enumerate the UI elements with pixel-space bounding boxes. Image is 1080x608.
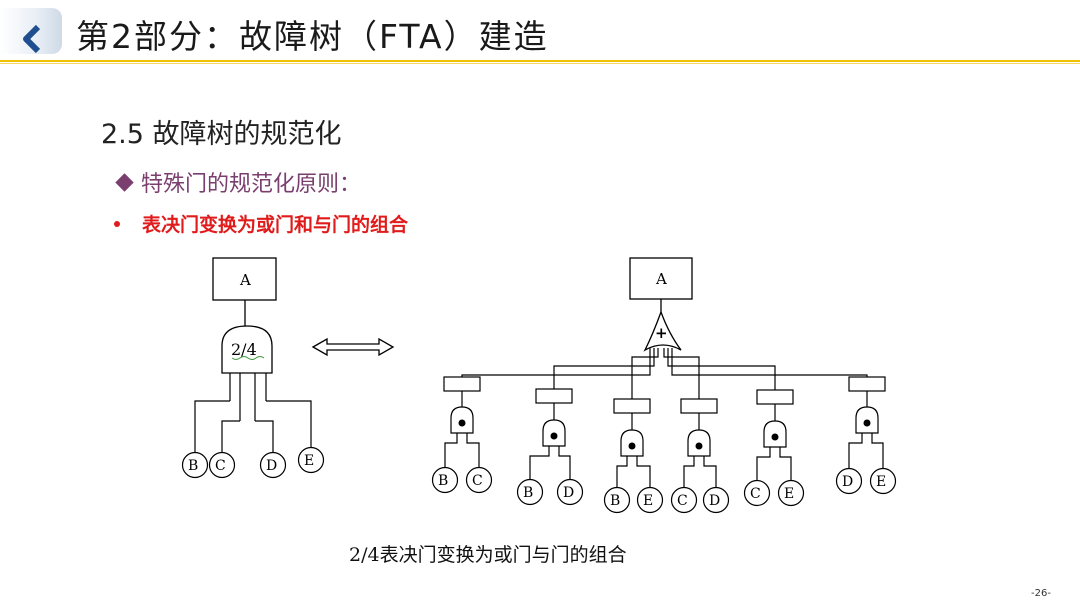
basic-event-circle: [603, 486, 631, 514]
double-arrow-icon: [311, 337, 395, 357]
basic-event-label: D: [842, 474, 853, 490]
right-leaf-e: E: [777, 479, 805, 507]
basic-event-label: D: [563, 485, 574, 501]
basic-event-circle: [636, 486, 664, 514]
and-gate-dot: [628, 442, 636, 450]
basic-event-circle: [869, 467, 897, 495]
basic-event-label: B: [188, 458, 198, 474]
basic-event-circle: [208, 451, 236, 479]
basic-event-label: E: [304, 453, 314, 469]
basic-event-circle: [670, 486, 698, 514]
basic-event-label: B: [523, 485, 533, 501]
basic-event-label: C: [215, 458, 226, 474]
sub-item-label: 特殊门的规范化原则：: [141, 172, 362, 197]
basic-event-label: E: [876, 474, 886, 490]
header-divider-thin: [0, 63, 1080, 64]
basic-event-circle: [431, 466, 459, 494]
header-divider: [0, 60, 1080, 62]
basic-event-label: C: [750, 486, 761, 502]
intermediate-event-box: [443, 376, 481, 392]
basic-event-circle: [181, 451, 209, 479]
or-gate: [643, 310, 682, 352]
vote-gate-label: 2/4: [231, 340, 257, 359]
right-leaf-e: E: [869, 467, 897, 495]
left-leaf-c: C: [208, 451, 236, 479]
header-bar: 第2部分：故障树（FTA）建造: [0, 0, 1080, 64]
intermediate-event-box: [848, 376, 886, 392]
basic-event-circle: [516, 478, 544, 506]
basic-event-circle: [259, 451, 287, 479]
vote-gate: [221, 325, 273, 374]
right-leaf-b: B: [603, 486, 631, 514]
right-leaf-b: B: [431, 466, 459, 494]
left-tree: A 2/4 B C D E: [181, 257, 325, 479]
and-gate-dot: [771, 433, 779, 441]
intermediate-event-box: [756, 389, 794, 405]
basic-event-label: B: [438, 473, 448, 489]
basic-event-circle: [465, 466, 493, 494]
intermediate-event-box: [680, 398, 718, 414]
section-title: 2.5 故障树的规范化: [101, 119, 342, 150]
basic-event-circle: [743, 479, 771, 507]
and-gate-dot: [863, 419, 871, 427]
basic-event-label: C: [677, 493, 688, 509]
dot-bullet-icon: [114, 221, 120, 227]
left-top-event-label: A: [239, 271, 251, 289]
left-leaf-e: E: [297, 446, 325, 474]
chevron-left-icon[interactable]: [18, 24, 48, 54]
basic-event-label: B: [610, 493, 620, 509]
nav-tab[interactable]: [0, 8, 62, 54]
left-leaf-d: D: [259, 451, 287, 479]
left-leaf-b: B: [181, 451, 209, 479]
basic-event-label: C: [472, 473, 483, 489]
basic-event-label: D: [709, 493, 720, 509]
right-leaf-c: C: [743, 479, 771, 507]
basic-event-label: E: [784, 486, 794, 502]
and-gate-dot: [695, 442, 703, 450]
right-leaf-d: D: [835, 467, 863, 495]
page-number: -26-: [1031, 588, 1051, 599]
basic-event-circle: [777, 479, 805, 507]
red-item-label: 表决门变换为或门和与门的组合: [142, 214, 409, 236]
right-top-event-label: A: [655, 270, 667, 288]
right-leaf-d: D: [702, 486, 730, 514]
diagram-caption: 2/4表决门变换为或门与门的组合: [349, 544, 627, 566]
and-gate-dot: [550, 432, 558, 440]
sub-item: 特殊门的规范化原则：: [115, 166, 362, 198]
and-gate-dot: [458, 419, 466, 427]
basic-event-label: E: [643, 493, 653, 509]
intermediate-event-box: [613, 398, 651, 414]
right-leaf-c: C: [465, 466, 493, 494]
or-gate-symbol: +: [655, 324, 668, 342]
right-top-event-box: [629, 257, 693, 300]
basic-event-label: D: [266, 458, 277, 474]
basic-event-circle: [297, 446, 325, 474]
page-title: 第2部分：故障树（FTA）建造: [76, 17, 549, 56]
right-leaf-b: B: [516, 478, 544, 506]
right-leaf-c: C: [670, 486, 698, 514]
right-leaf-e: E: [636, 486, 664, 514]
right-leaf-d: D: [556, 478, 584, 506]
basic-event-circle: [702, 486, 730, 514]
basic-event-circle: [835, 467, 863, 495]
intermediate-event-box: [535, 388, 573, 404]
red-bullet-item: 表决门变换为或门和与门的组合: [114, 210, 408, 237]
basic-event-circle: [556, 478, 584, 506]
